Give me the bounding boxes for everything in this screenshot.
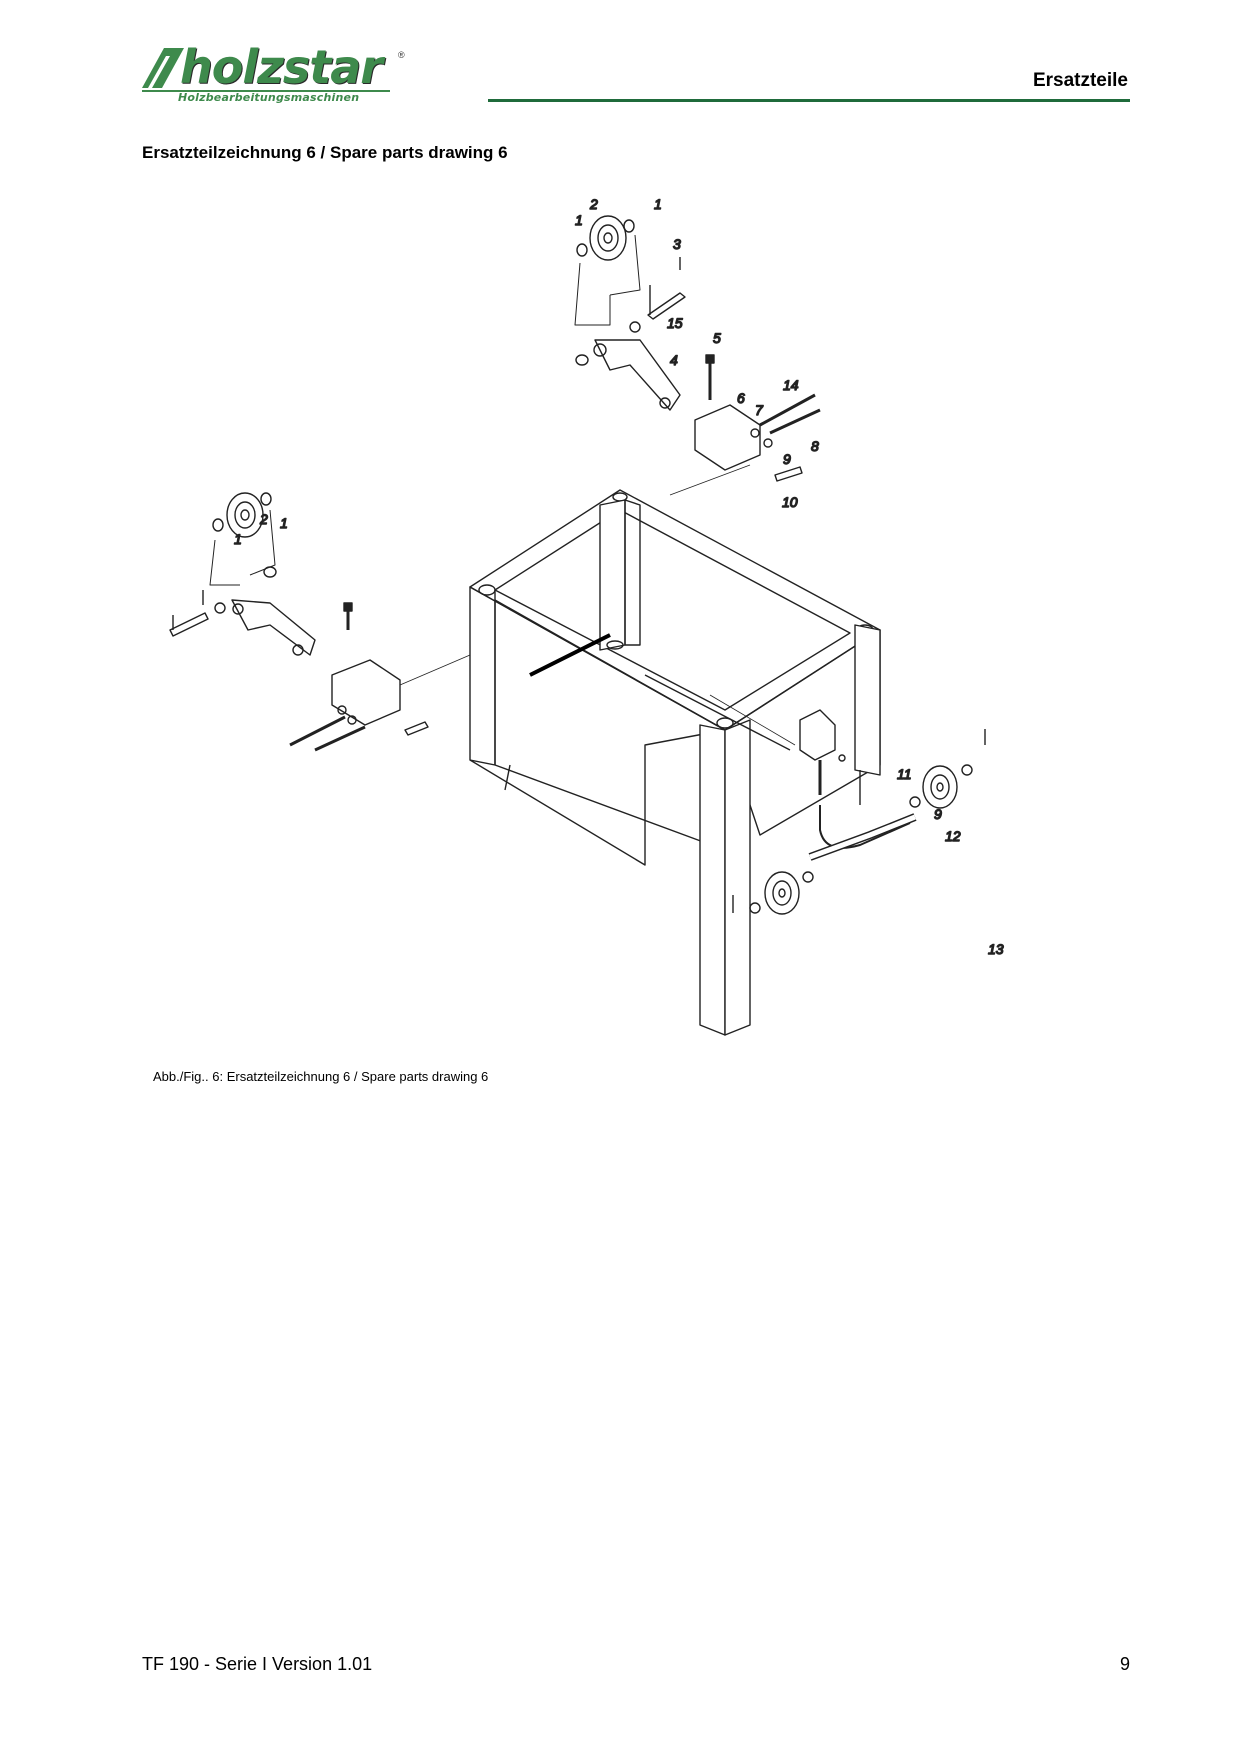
figure-caption: Abb./Fig.. 6: Ersatzteilzeichnung 6 / Sp… bbox=[153, 1069, 489, 1084]
wheel-assembly-upper-right bbox=[574, 215, 821, 496]
callout-1: 1 bbox=[575, 212, 583, 228]
callout-1: 1 bbox=[280, 515, 288, 531]
callout-2: 2 bbox=[259, 511, 268, 527]
callout-9: 9 bbox=[934, 806, 942, 822]
section-title: Ersatzteile bbox=[1032, 70, 1128, 91]
brand-logo: holzstar ® Holzbearbeitungsmaschinen bbox=[140, 40, 410, 108]
logo-tagline: Holzbearbeitungsmaschinen bbox=[178, 91, 360, 104]
page-heading: Ersatzteilzeichnung 6 / Spare parts draw… bbox=[142, 143, 508, 162]
logo-mark-icon bbox=[142, 48, 390, 92]
footer-page-number: 9 bbox=[1119, 1654, 1130, 1674]
callout-7: 7 bbox=[755, 402, 764, 418]
callout-10: 10 bbox=[782, 494, 798, 510]
callout-4: 4 bbox=[670, 352, 678, 368]
logo-registered-mark: ® bbox=[398, 50, 405, 60]
callout-15: 15 bbox=[667, 315, 683, 331]
callout-5: 5 bbox=[713, 330, 721, 346]
callout-6: 6 bbox=[737, 390, 745, 406]
wheel-assembly-left bbox=[169, 492, 471, 752]
caster-assembly-front bbox=[709, 694, 986, 915]
logo-wordmark: holzstar bbox=[180, 40, 383, 94]
callout-1: 1 bbox=[234, 531, 242, 547]
callout-11: 11 bbox=[897, 766, 912, 782]
callout-9: 9 bbox=[783, 451, 791, 467]
callout-2: 2 bbox=[589, 196, 598, 212]
callout-13: 13 bbox=[988, 941, 1004, 957]
footer-document-version: TF 190 - Serie I Version 1.01 bbox=[142, 1654, 373, 1674]
spare-parts-drawing: 1 2 1 3 15 4 5 14 6 7 8 9 10 2 1 1 11 9 … bbox=[169, 195, 1130, 1036]
header-divider bbox=[488, 99, 1130, 102]
callout-3: 3 bbox=[673, 236, 681, 252]
stand-frame bbox=[469, 489, 881, 1036]
callout-8: 8 bbox=[811, 438, 819, 454]
callout-14: 14 bbox=[783, 377, 799, 393]
callout-12: 12 bbox=[945, 828, 961, 844]
callout-1: 1 bbox=[654, 196, 662, 212]
